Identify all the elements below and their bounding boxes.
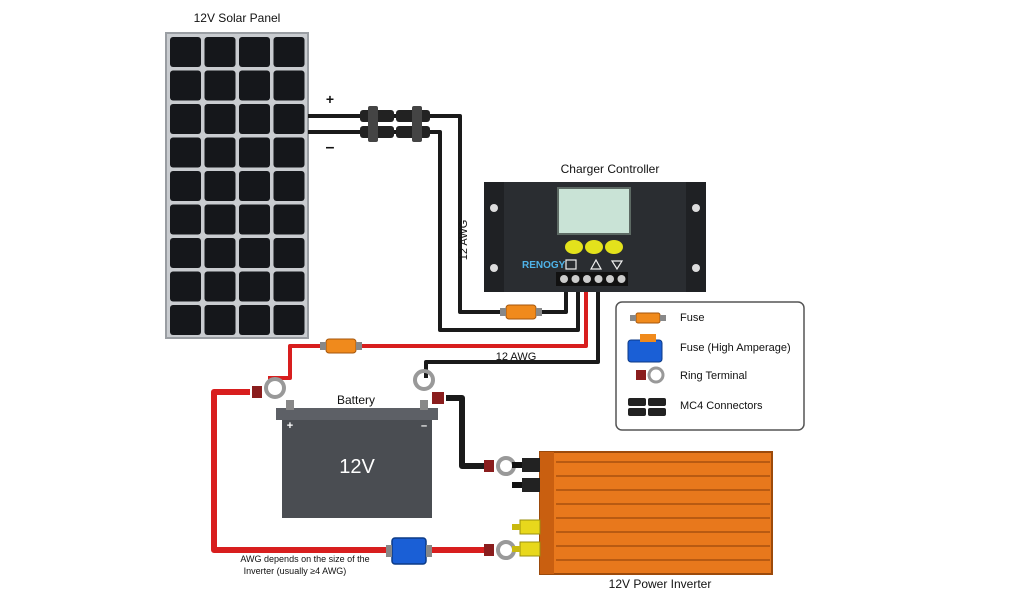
awg-label-vertical: 12 AWG (458, 220, 470, 261)
solar-cell (204, 37, 236, 67)
solar-cell (239, 204, 270, 235)
solar-cell (239, 104, 270, 134)
legend-ring-terminal-icon (636, 366, 665, 384)
ring-terminal-battery-minus (413, 369, 444, 404)
solar-cell (204, 238, 236, 268)
solar-cell (170, 137, 201, 168)
solar-cell (170, 104, 201, 134)
solar-cell (239, 171, 270, 201)
controller-label: Charger Controller (561, 162, 660, 176)
solar-cell (170, 70, 201, 101)
controller-screen (557, 187, 631, 235)
legend-ring-terminal-label: Ring Terminal (680, 370, 747, 382)
controller-terminal (606, 275, 614, 283)
solar-cell (273, 70, 305, 101)
solar-cell (204, 305, 236, 335)
controller-status-icons (565, 258, 624, 271)
ring-terminal-inverter-minus (484, 456, 516, 476)
charge-controller: RENOGY (484, 182, 706, 292)
solar-cell (170, 171, 201, 201)
solar-cell (239, 70, 270, 101)
solar-cell (239, 238, 270, 268)
battery-voltage: 12V (339, 456, 375, 478)
solar-cell (239, 37, 270, 67)
controller-terminal (583, 275, 591, 283)
controller-button-2 (585, 240, 603, 254)
legend-fuse-label: Fuse (680, 312, 704, 324)
controller-terminal (560, 275, 568, 283)
solar-cell (204, 271, 236, 302)
controller-terminal (617, 275, 626, 283)
solar-cell (273, 204, 305, 235)
solar-cell (170, 305, 201, 335)
ring-terminal-battery-plus (252, 377, 286, 399)
controller-terminals (560, 275, 626, 283)
awg-label-horizontal: 12 AWG (496, 351, 537, 363)
solar-cell (273, 271, 305, 302)
inverter-label: 12V Power Inverter (609, 577, 712, 591)
inverter-fins (556, 461, 770, 561)
battery-minus-sign: – (421, 420, 427, 432)
solar-cell (204, 70, 236, 101)
power-inverter (512, 451, 773, 575)
solar-cell (170, 271, 201, 302)
battery-plus-sign: + (287, 420, 293, 432)
battery-label: Battery (337, 393, 375, 407)
solar-cell (170, 204, 201, 235)
solar-cell (239, 271, 270, 302)
solar-cell (170, 37, 201, 67)
solar-cell (273, 37, 305, 67)
solar-cell (204, 104, 236, 134)
fuse-controller (500, 304, 542, 320)
awg-note-line2: Inverter (usually ≥4 AWG) (244, 566, 347, 576)
solar-panel (165, 32, 309, 339)
solar-panel-label: 12V Solar Panel (194, 11, 281, 25)
ring-terminal-inverter-plus (484, 540, 516, 560)
mc4-connector-bottom (360, 122, 430, 142)
awg-note-line1: AWG depends on the size of the (240, 554, 369, 564)
legend-mc4-icon (628, 398, 666, 416)
controller-terminal (571, 275, 580, 283)
solar-cell (273, 104, 305, 134)
solar-cell (273, 171, 305, 201)
controller-button-1 (565, 240, 583, 254)
controller-terminal (594, 275, 603, 283)
panel-plus-sign: + (326, 91, 334, 107)
controller-button-3 (605, 240, 623, 254)
panel-minus-sign: – (326, 139, 335, 156)
fuse-battery (320, 338, 362, 354)
solar-cell (239, 305, 270, 335)
solar-cell (204, 137, 236, 168)
legend-fuse-icon (630, 312, 666, 324)
solar-cell (273, 137, 305, 168)
battery (276, 400, 438, 518)
solar-cell (239, 137, 270, 168)
solar-cell (204, 171, 236, 201)
solar-cell (204, 204, 236, 235)
solar-cell (170, 238, 201, 268)
solar-cells (170, 37, 305, 335)
fuse-high-amperage (386, 537, 432, 565)
legend-fuse-high-icon (627, 334, 663, 363)
solar-cell (273, 238, 305, 268)
legend: Fuse Fuse (High Amperage) Ring Terminal … (615, 301, 805, 431)
legend-fuse-high-label: Fuse (High Amperage) (680, 342, 791, 354)
mc4-connector-top (360, 106, 430, 126)
controller-brand: RENOGY (522, 260, 566, 271)
solar-cell (273, 305, 305, 335)
legend-mc4-label: MC4 Connectors (680, 400, 763, 412)
